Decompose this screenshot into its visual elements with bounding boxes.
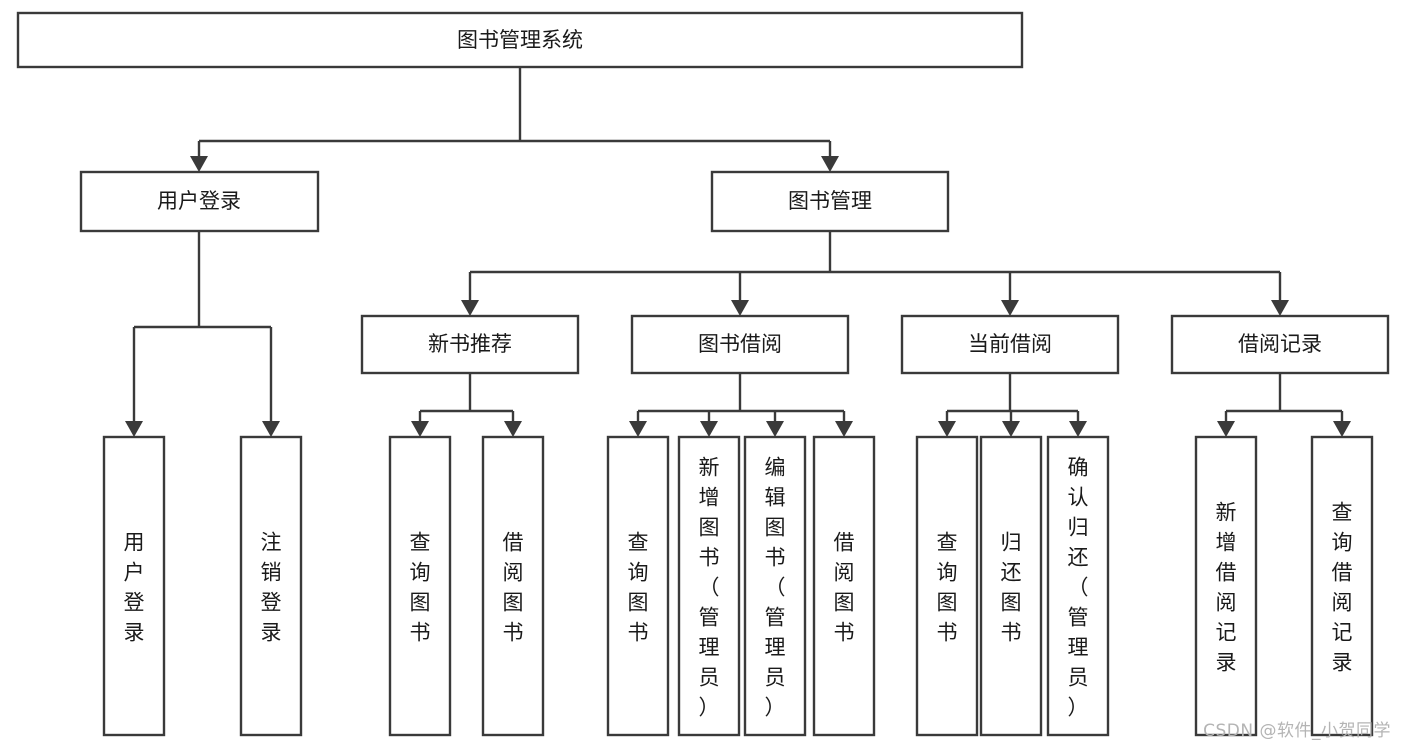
leaf-node[interactable]: 确认归还（管理员） [1046, 435, 1110, 737]
arrow-userlogin-to-leaf2 [262, 421, 280, 437]
leaf-node-label: 查询图书 [937, 530, 958, 644]
node-new-book-recommend[interactable]: 新书推荐 [360, 314, 580, 375]
node-book-management[interactable]: 图书管理 [710, 170, 950, 233]
arrow-borrow-leaf1 [629, 421, 647, 437]
leaf-node-box[interactable] [743, 435, 807, 737]
leaf-node-label: 注销登录 [261, 530, 282, 644]
leaf-node-label: 新增图书（管理员） [699, 455, 720, 719]
node-borrow-record[interactable]: 借阅记录 [1170, 314, 1390, 375]
node-root-box[interactable] [16, 11, 1024, 69]
leaf-node-label: 编辑图书（管理员） [765, 455, 786, 719]
leaf-node-box[interactable] [481, 435, 545, 737]
leaf-node-label: 借阅图书 [503, 530, 524, 644]
leaf-node[interactable]: 编辑图书（管理员） [743, 435, 807, 737]
node-book-management-box[interactable] [710, 170, 950, 233]
arrow-root-to-user-login [190, 156, 208, 172]
leaf-node-box[interactable] [1046, 435, 1110, 737]
node-user-login-box[interactable] [79, 170, 320, 233]
arrow-borrow-leaf4 [835, 421, 853, 437]
arrow-new-leaf1 [411, 421, 429, 437]
arrow-record-leaf2 [1333, 421, 1351, 437]
node-book-management-label: 图书管理 [788, 189, 872, 213]
leaf-node-box[interactable] [979, 435, 1043, 737]
leaf-node-box[interactable] [239, 435, 303, 737]
leaf-node-box[interactable] [102, 435, 166, 737]
leaf-node-box[interactable] [812, 435, 876, 737]
leaf-node-label: 查询图书 [410, 530, 431, 644]
leaf-node-label: 查询图书 [628, 530, 649, 644]
leaf-node-box[interactable] [1310, 435, 1374, 737]
csdn-watermark: CSDN @软件_小贺同学 [1203, 721, 1391, 741]
node-root-label: 图书管理系统 [457, 28, 583, 52]
leaf-node-box[interactable] [1194, 435, 1258, 737]
leaf-node-box[interactable] [388, 435, 452, 737]
leaf-node[interactable]: 注销登录 [239, 435, 303, 737]
leaf-node[interactable]: 新增借阅记录 [1194, 435, 1258, 737]
leaf-node[interactable]: 借阅图书 [812, 435, 876, 737]
node-book-borrow-label: 图书借阅 [698, 332, 782, 356]
leaf-node[interactable]: 查询图书 [915, 435, 979, 737]
connector-layer [125, 67, 1351, 437]
node-current-borrow-box[interactable] [900, 314, 1120, 375]
leaf-node-label: 查询借阅记录 [1332, 500, 1353, 674]
node-new-book-recommend-box[interactable] [360, 314, 580, 375]
arrow-new-leaf2 [504, 421, 522, 437]
arrow-borrow-leaf3 [766, 421, 784, 437]
leaf-node[interactable]: 查询借阅记录 [1310, 435, 1374, 737]
node-root[interactable]: 图书管理系统 [16, 11, 1024, 69]
arrow-current-leaf2 [1002, 421, 1020, 437]
leaf-node-box[interactable] [677, 435, 741, 737]
node-book-borrow[interactable]: 图书借阅 [630, 314, 850, 375]
arrow-bookmgmt-to-record [1271, 300, 1289, 316]
leaf-node-label: 用户登录 [124, 530, 145, 644]
node-borrow-record-box[interactable] [1170, 314, 1390, 375]
node-book-borrow-box[interactable] [630, 314, 850, 375]
node-current-borrow-label: 当前借阅 [968, 332, 1052, 356]
leaf-node-label: 归还图书 [1001, 530, 1022, 644]
leaf-node-box[interactable] [606, 435, 670, 737]
leaf-node[interactable]: 借阅图书 [481, 435, 545, 737]
arrow-root-to-book-mgmt [821, 156, 839, 172]
arrow-userlogin-to-leaf1 [125, 421, 143, 437]
arrow-bookmgmt-to-new [461, 300, 479, 316]
arrow-current-leaf1 [938, 421, 956, 437]
leaf-node[interactable]: 归还图书 [979, 435, 1043, 737]
node-borrow-record-label: 借阅记录 [1238, 332, 1322, 356]
node-new-book-recommend-label: 新书推荐 [428, 332, 512, 356]
leaf-node-label: 新增借阅记录 [1216, 500, 1237, 674]
leaf-node-label: 借阅图书 [834, 530, 855, 644]
leaf-node-box[interactable] [915, 435, 979, 737]
leaf-node[interactable]: 查询图书 [606, 435, 670, 737]
leaf-node-label: 确认归还（管理员） [1068, 455, 1089, 719]
leaf-node-layer: 用户登录 注销登录 查询图书 借阅图书 查询图书 新增图书（管理员） 编辑图书（管理员） 借阅… [102, 435, 1374, 737]
arrow-record-leaf1 [1217, 421, 1235, 437]
leaf-node[interactable]: 新增图书（管理员） [677, 435, 741, 737]
arrow-bookmgmt-to-borrow [731, 300, 749, 316]
leaf-node[interactable]: 用户登录 [102, 435, 166, 737]
node-user-login[interactable]: 用户登录 [79, 170, 320, 233]
leaf-node[interactable]: 查询图书 [388, 435, 452, 737]
node-current-borrow[interactable]: 当前借阅 [900, 314, 1120, 375]
arrow-bookmgmt-to-current [1001, 300, 1019, 316]
arrow-current-leaf3 [1069, 421, 1087, 437]
arrow-borrow-leaf2 [700, 421, 718, 437]
node-user-login-label: 用户登录 [157, 189, 241, 213]
